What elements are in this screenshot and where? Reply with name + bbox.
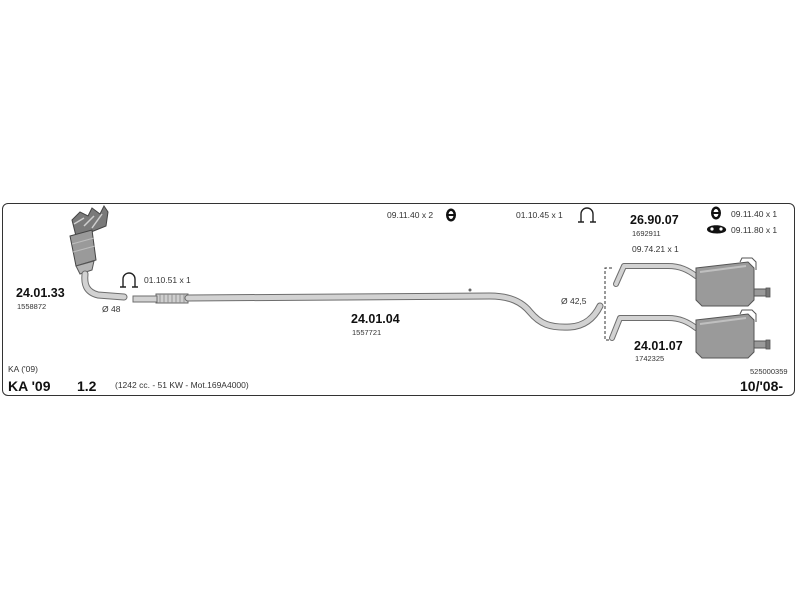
u-clamp-icon xyxy=(578,207,596,223)
mid-pipe-subnumber: 1557721 xyxy=(352,328,382,337)
mount-rear-1-label: 09.11.40 x 1 xyxy=(731,209,778,219)
mount-kit-subnumber: 1692911 xyxy=(632,229,661,238)
rear-silencer-lower xyxy=(609,309,771,359)
front-pipe-number: 24.01.33 xyxy=(16,286,65,300)
mid-pipe xyxy=(184,288,604,331)
diagram-code: 525000359 xyxy=(750,367,788,376)
rear-diameter: Ø 42,5 xyxy=(561,296,587,306)
mount-kit-number: 26.90.07 xyxy=(630,213,679,227)
clamp-front-label: 01.10.51 x 1 xyxy=(144,275,191,285)
catalytic-converter-icon xyxy=(69,205,109,275)
front-diameter: Ø 48 xyxy=(102,304,121,314)
front-pipe-subnumber: 1558872 xyxy=(17,302,47,311)
model-title: KA '09 xyxy=(8,378,51,394)
rear-box-number: 24.01.07 xyxy=(634,339,683,353)
engine-size: 1.2 xyxy=(77,378,97,394)
rear-silencer-upper xyxy=(613,257,771,307)
mount-mid-label: 09.11.40 x 2 xyxy=(387,210,434,220)
model-short: KA ('09) xyxy=(8,364,38,374)
front-pipe xyxy=(81,270,128,301)
u-clamp-icon xyxy=(120,272,138,288)
engine-spec: (1242 cc. - 51 KW - Mot.169A4000) xyxy=(115,380,249,390)
alternative-bracket xyxy=(604,267,612,341)
flex-pipe xyxy=(132,293,189,304)
rear-box-subnumber: 1742325 xyxy=(635,354,665,363)
mid-pipe-number: 24.01.04 xyxy=(351,312,400,326)
rubber-ring-icon xyxy=(446,208,456,222)
rubber-ring-icon xyxy=(711,206,721,220)
clamp-mid-label: 01.10.45 x 1 xyxy=(516,210,563,220)
rear-clamp-label: 09.74.21 x 1 xyxy=(632,244,679,254)
mount-rear-2-label: 09.11.80 x 1 xyxy=(731,225,778,235)
production-date: 10/'08- xyxy=(740,378,784,394)
rubber-hanger-icon xyxy=(706,225,727,234)
